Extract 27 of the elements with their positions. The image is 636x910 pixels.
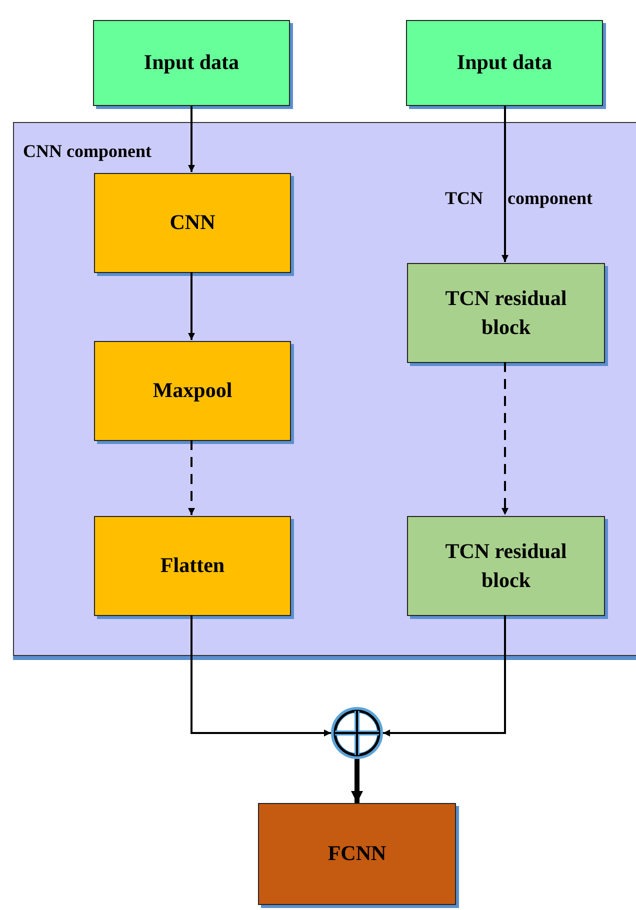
panel-heading: TCN component [445,188,593,209]
box-label: Input data [144,49,240,76]
arrow [188,440,195,515]
arrow [502,106,508,262]
output-box [258,803,456,905]
arrow [188,106,195,172]
layer-box [94,516,291,616]
input-box [93,20,290,106]
box-label: TCN residual block [444,284,568,341]
arrow [190,615,331,736]
arrow [188,272,195,340]
arrow [502,362,508,515]
panel-heading: CNN component [23,140,152,163]
input-box [406,20,603,106]
block-box [407,516,605,616]
arrow [383,615,506,736]
layer-box [94,341,291,441]
box-label: CNN [170,209,216,236]
summation-circle [331,707,383,759]
box-label: TCN residual block [444,538,568,594]
box-label: Flatten [160,552,225,580]
box-label: Maxpool [152,377,232,404]
arrow [351,759,363,803]
box-label: Input data [456,49,552,76]
layer-box [94,173,291,273]
block-box [407,263,605,363]
box-label: FCNN [328,840,386,868]
